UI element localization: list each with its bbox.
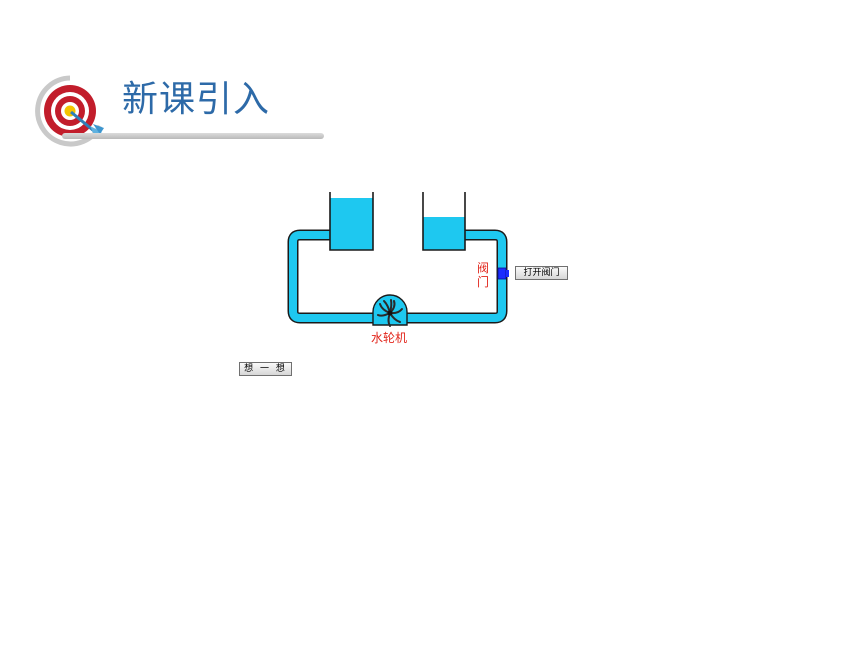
right-water-tank [422, 192, 466, 251]
valve-icon [497, 267, 509, 280]
think-button[interactable]: 想 一 想 [239, 362, 292, 376]
target-icon [35, 75, 104, 147]
page-title: 新课引入 [122, 79, 271, 120]
header-underline [62, 133, 324, 139]
valve-label: 阀门 [476, 261, 489, 289]
open-valve-button[interactable]: 打开阀门 [515, 266, 568, 280]
turbine-label: 水轮机 [370, 331, 407, 345]
water-circuit-diagram [287, 192, 509, 327]
left-water-tank [329, 192, 374, 251]
turbine-icon [372, 294, 408, 327]
